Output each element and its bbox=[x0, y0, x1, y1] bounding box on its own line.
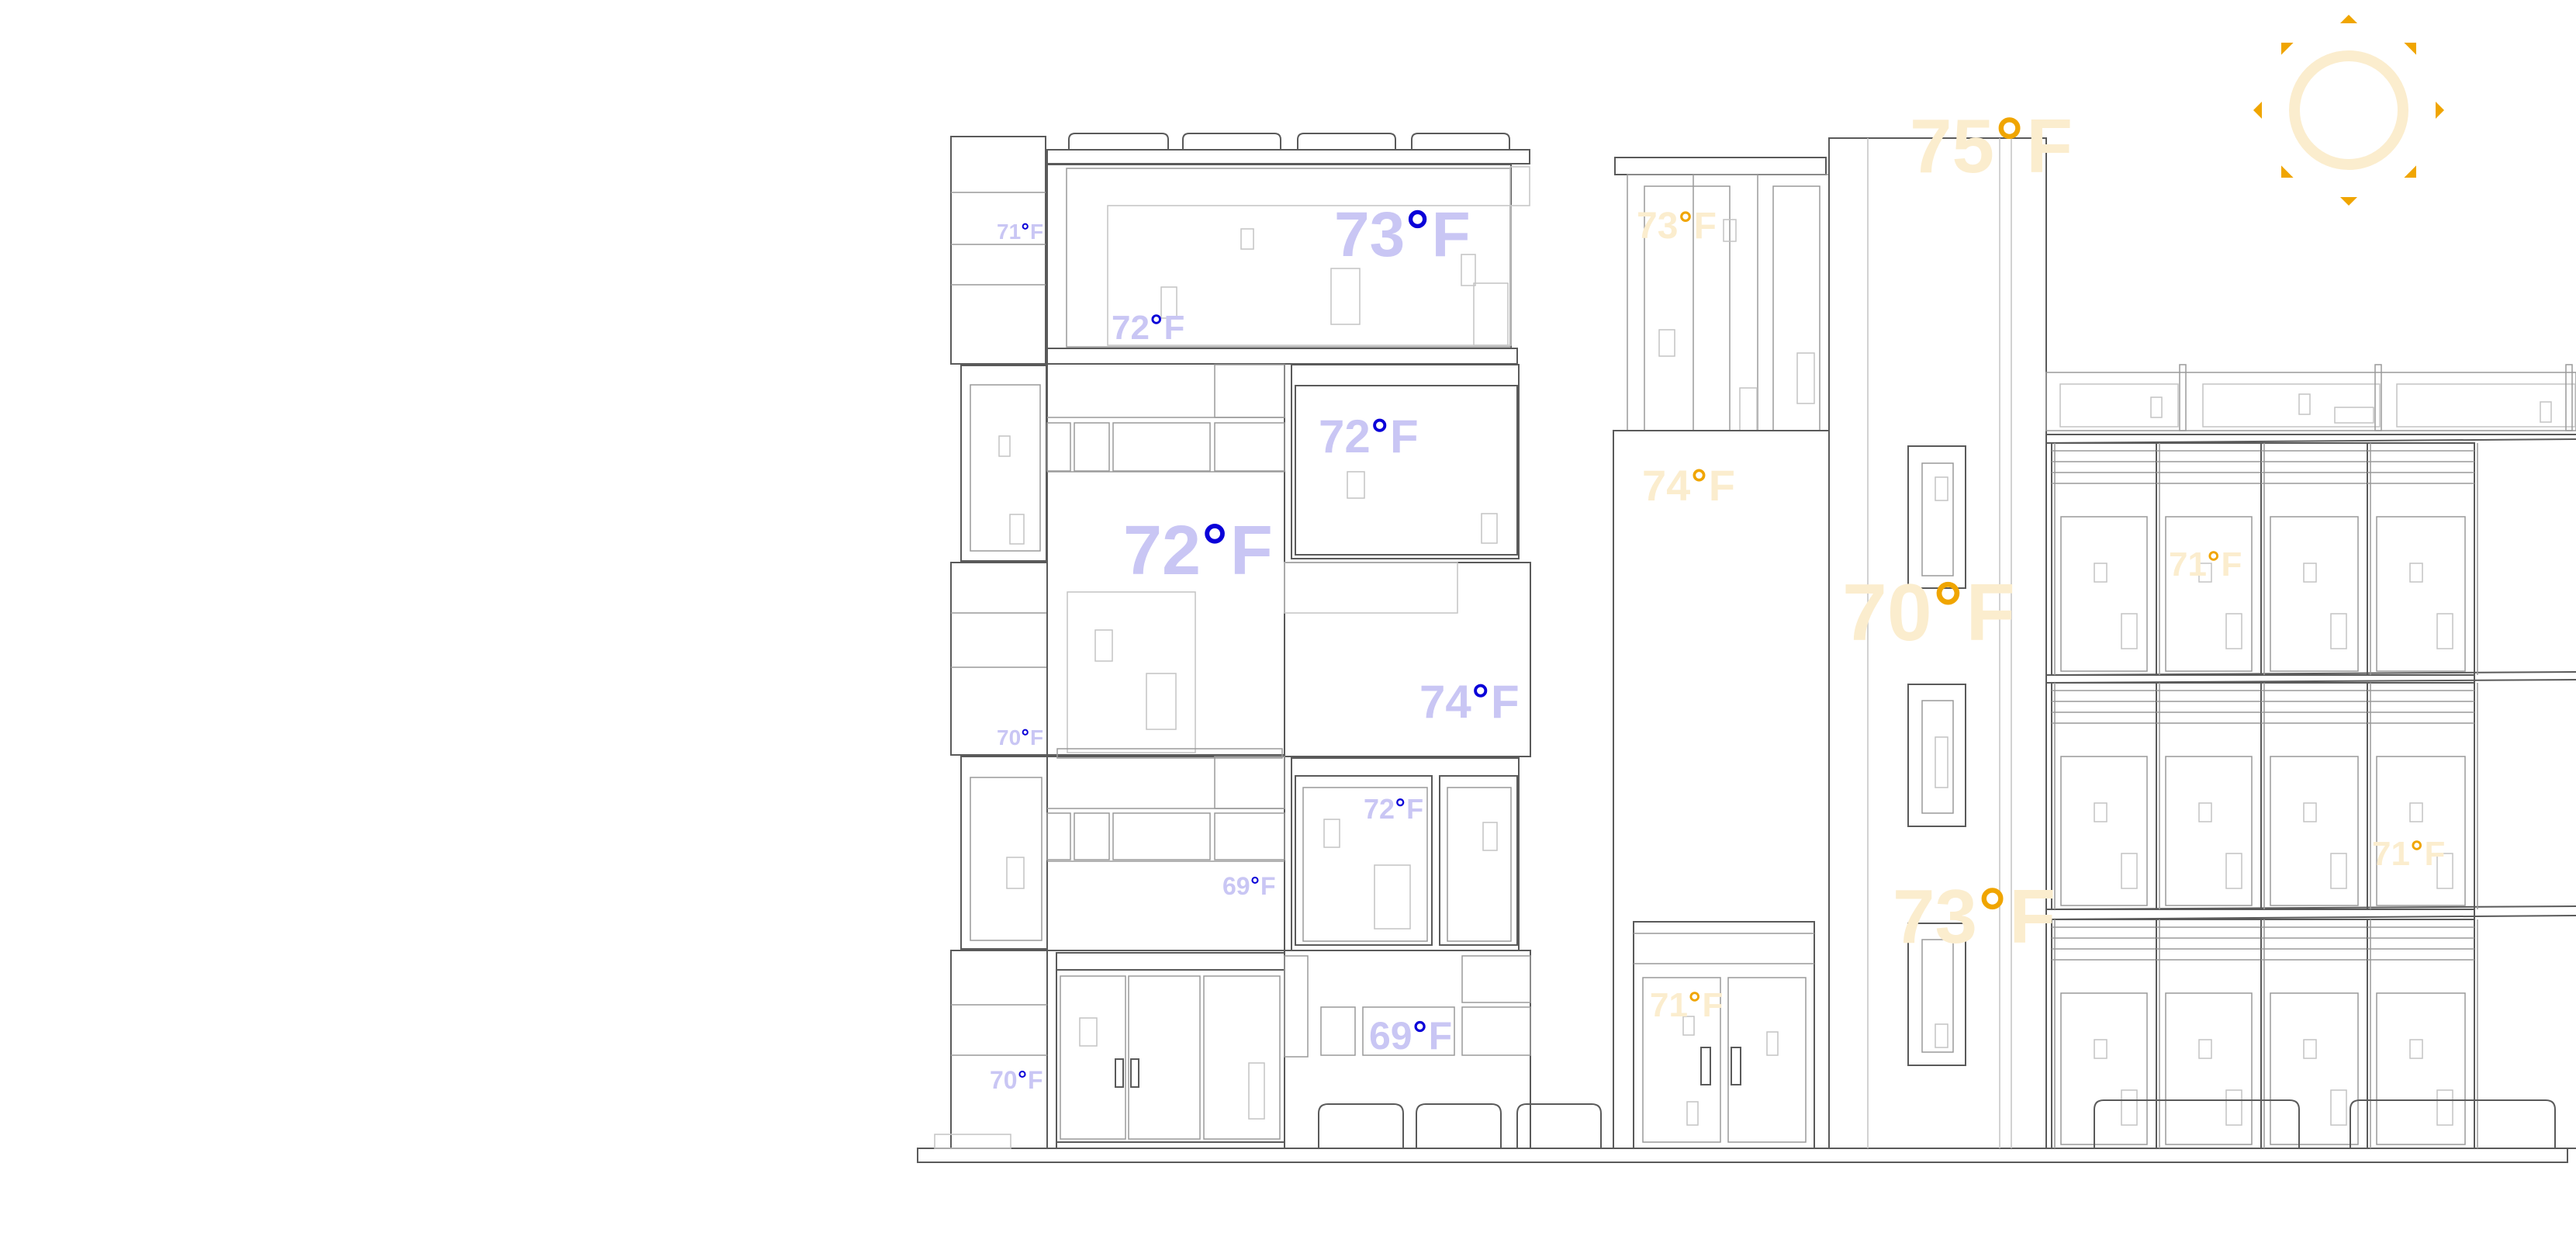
degree-ring-icon bbox=[2208, 551, 2218, 561]
temp-unit: F bbox=[1709, 461, 1735, 510]
sun-icon bbox=[2253, 15, 2444, 206]
temp-unit: F bbox=[2424, 835, 2445, 873]
middle-building bbox=[1613, 157, 1830, 1149]
sun-ray bbox=[2281, 43, 2294, 55]
sun-ray bbox=[2340, 197, 2357, 206]
degree-ring-icon bbox=[1022, 729, 1029, 736]
temp-unit: F bbox=[1694, 206, 1717, 247]
temp-label-70: 70 F bbox=[990, 1066, 1043, 1094]
temp-value: 72 bbox=[1112, 309, 1150, 347]
temp-label-70: 70 F bbox=[997, 725, 1043, 750]
degree-ring-icon bbox=[1018, 1070, 1026, 1078]
left-building bbox=[934, 133, 1602, 1149]
degree-ring-icon bbox=[1936, 581, 1960, 605]
temp-label-74: 74 F bbox=[1642, 461, 1735, 510]
degree-ring-icon bbox=[1022, 223, 1029, 230]
temp-value: 71 bbox=[2372, 835, 2410, 873]
temp-unit: F bbox=[1030, 725, 1043, 750]
temp-unit: F bbox=[1390, 410, 1419, 462]
degree-ring-icon bbox=[1414, 1020, 1426, 1033]
temp-label-72: 72 F bbox=[1112, 309, 1184, 347]
temp-unit: F bbox=[1164, 309, 1184, 347]
temp-unit: F bbox=[2221, 545, 2242, 583]
temp-value: 72 bbox=[1123, 512, 1201, 590]
temp-value: 69 bbox=[1222, 872, 1250, 900]
degree-ring-icon bbox=[1981, 888, 2004, 910]
sun-ray bbox=[2404, 165, 2416, 178]
temp-value: 73 bbox=[1893, 874, 1977, 959]
temp-label-71: 71 F bbox=[2372, 835, 2445, 873]
temp-unit: F bbox=[1028, 1066, 1043, 1094]
degree-ring-icon bbox=[1396, 798, 1405, 807]
temp-label-71: 71 F bbox=[1650, 986, 1723, 1024]
temp-label-73: 73 F bbox=[1637, 206, 1717, 247]
sun-ring bbox=[2289, 50, 2408, 170]
temp-value: 74 bbox=[1419, 676, 1471, 728]
degree-ring-icon bbox=[1689, 992, 1699, 1002]
sun-ray bbox=[2281, 165, 2294, 178]
degree-ring-icon bbox=[1693, 469, 1706, 482]
temp-label-72: 72 F bbox=[1364, 793, 1423, 825]
right-building bbox=[2045, 364, 2576, 1149]
temp-value: 71 bbox=[1650, 986, 1688, 1024]
temp-label-75: 75 F bbox=[1910, 103, 2073, 189]
degree-ring-icon bbox=[1205, 523, 1225, 544]
sun-ray bbox=[2340, 15, 2357, 23]
temp-label-70: 70 F bbox=[1842, 568, 2015, 658]
temp-value: 72 bbox=[1319, 410, 1371, 462]
degree-ring-icon bbox=[1151, 314, 1161, 324]
temp-value: 71 bbox=[2169, 545, 2207, 583]
temp-unit: F bbox=[2009, 874, 2056, 959]
temp-label-71: 71 F bbox=[2169, 545, 2242, 583]
temp-label-72: 72 F bbox=[1123, 512, 1273, 590]
temp-label-69: 69 F bbox=[1369, 1014, 1452, 1058]
temp-unit: F bbox=[2026, 103, 2073, 189]
temp-unit: F bbox=[1429, 1014, 1453, 1058]
temp-unit: F bbox=[1230, 512, 1273, 590]
temp-value: 69 bbox=[1369, 1014, 1412, 1058]
tower bbox=[1828, 137, 2047, 1149]
sun-ray bbox=[2436, 102, 2444, 119]
temp-value: 73 bbox=[1334, 199, 1405, 270]
temp-value: 73 bbox=[1637, 206, 1678, 247]
temp-value: 72 bbox=[1364, 793, 1395, 825]
temp-value: 70 bbox=[997, 725, 1021, 750]
temp-value: 74 bbox=[1642, 461, 1690, 510]
degree-ring-icon bbox=[1408, 209, 1427, 229]
degree-ring-icon bbox=[1474, 684, 1488, 698]
ground-line bbox=[917, 1148, 2568, 1163]
temp-value: 75 bbox=[1910, 103, 1994, 189]
temp-label-72: 72 F bbox=[1319, 410, 1419, 462]
temp-label-71: 71 F bbox=[997, 220, 1043, 244]
temp-unit: F bbox=[1491, 676, 1520, 728]
temp-label-73: 73 F bbox=[1334, 199, 1471, 270]
degree-ring-icon bbox=[1373, 418, 1387, 432]
temp-unit: F bbox=[1406, 793, 1423, 825]
temp-unit: F bbox=[1260, 872, 1276, 900]
temp-value: 70 bbox=[990, 1066, 1018, 1094]
temp-label-73: 73 F bbox=[1893, 874, 2056, 959]
sun-ray bbox=[2253, 102, 2262, 119]
temp-label-74: 74 F bbox=[1419, 676, 1520, 728]
degree-ring-icon bbox=[1251, 876, 1259, 884]
degree-ring-icon bbox=[2412, 840, 2422, 850]
temp-unit: F bbox=[1030, 220, 1043, 244]
temp-value: 70 bbox=[1842, 568, 1932, 658]
temp-unit: F bbox=[1702, 986, 1723, 1024]
degree-ring-icon bbox=[1998, 117, 2021, 140]
temp-value: 71 bbox=[997, 220, 1021, 244]
temp-unit: F bbox=[1432, 199, 1471, 270]
degree-ring-icon bbox=[1680, 211, 1691, 223]
temp-unit: F bbox=[1966, 568, 2015, 658]
temp-label-69: 69 F bbox=[1222, 872, 1276, 900]
sun-ray bbox=[2404, 43, 2416, 55]
